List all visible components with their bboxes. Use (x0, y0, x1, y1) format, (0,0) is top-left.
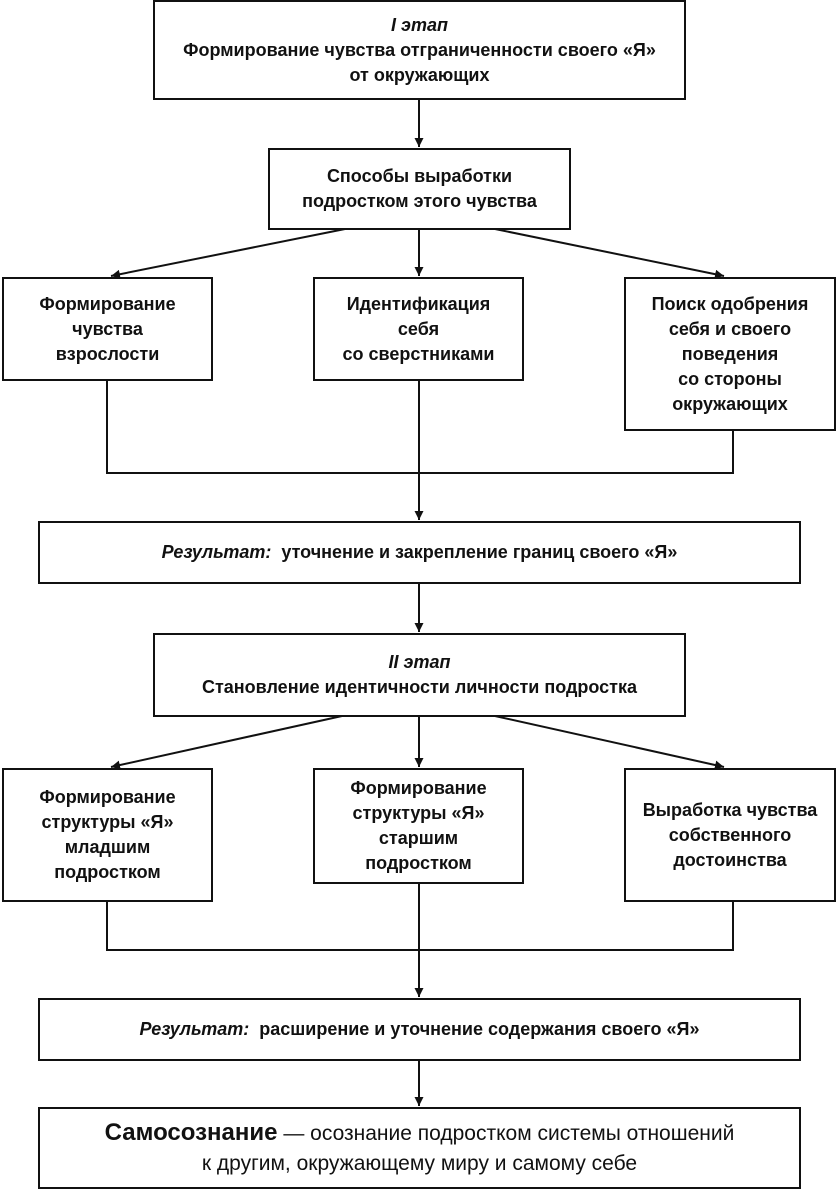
final-term: Самосознание (104, 1118, 278, 1146)
row2-box-older: Формирование структуры «Я» старшим подро… (313, 768, 524, 884)
result1-box: Результат: уточнение и закрепление границ… (38, 521, 801, 584)
methods-line1: Способы выработки (326, 166, 513, 186)
box-line: собственного (668, 824, 792, 845)
arrow-methods-to-row1-left (110, 228, 346, 279)
arrow-methods-to-row1-right (494, 228, 725, 279)
box-line: себя и своего (668, 318, 792, 339)
stage1-label: I этап (391, 14, 448, 35)
final-line1: Самосознание — осознание подростком сист… (105, 1118, 735, 1149)
final-line1-rest: — осознание подростком системы отношений (277, 1121, 735, 1145)
box-line: Формирование (39, 787, 176, 807)
box-line: структуры «Я» (41, 812, 174, 832)
box-line: младшим (64, 837, 151, 857)
result2-box: Результат: расширение и уточнение содержа… (38, 998, 801, 1061)
row1-box-approval: Поиск одобрения себя и своего поведения … (624, 277, 836, 431)
row2-box-younger: Формирование структуры «Я» младшим подро… (2, 768, 213, 902)
box-line: Выработка чувства (642, 799, 818, 820)
box-line: Поиск одобрения (651, 293, 809, 314)
stage1-box: I этап Формирование чувства отграниченно… (153, 0, 686, 100)
stage2-label: II этап (388, 652, 451, 672)
arrow-stage2-to-row2-right (494, 715, 725, 770)
box-line: себя (397, 318, 440, 339)
final-box: Самосознание — осознание подростком сист… (38, 1107, 801, 1189)
box-line: Формирование (39, 293, 176, 314)
row1-box-identification: Идентификация себя со сверстниками (313, 277, 524, 381)
result2-text: расширение и уточнение содержания своего… (259, 1019, 700, 1039)
methods-box: Способы выработки подростком этого чувст… (268, 148, 571, 230)
box-line: старшим (378, 828, 459, 848)
box-line: структуры «Я» (352, 803, 485, 823)
result2-label: Результат: (139, 1019, 250, 1039)
box-line: взрослости (55, 343, 160, 364)
stage2-title: Становление идентичности личности подрос… (201, 677, 638, 697)
result1-text: уточнение и закрепление границ своего «Я… (281, 542, 678, 562)
row2-box-dignity: Выработка чувства собственного достоинст… (624, 768, 836, 902)
final-line2: к другим, окружающему миру и самому себе (201, 1151, 638, 1175)
box-line: чувства (72, 318, 143, 339)
methods-line2: подростком этого чувства (302, 191, 537, 211)
box-line: достоинства (673, 849, 787, 870)
box-line: окружающих (672, 393, 788, 414)
arrow-stage2-to-row2-left (110, 715, 343, 770)
result2-line: Результат: расширение и уточнение содержа… (140, 1017, 700, 1042)
box-line: Формирование (350, 778, 487, 798)
box-line: поведения (681, 343, 779, 364)
box-line: Идентификация (346, 293, 491, 314)
stage1-title-line1: Формирование чувства отграниченности сво… (183, 39, 656, 60)
result1-line: Результат: уточнение и закрепление границ… (162, 540, 678, 565)
stage2-box: II этап Становление идентичности личност… (153, 633, 686, 717)
stage1-title-line2: от окружающих (349, 64, 490, 85)
box-line: подростком (365, 853, 472, 873)
box-line: со сверстниками (342, 343, 495, 364)
box-line: подростком (54, 862, 161, 882)
row1-box-adulthood: Формирование чувства взрослости (2, 277, 213, 381)
result1-label: Результат: (161, 542, 272, 562)
box-line: со стороны (678, 368, 782, 389)
